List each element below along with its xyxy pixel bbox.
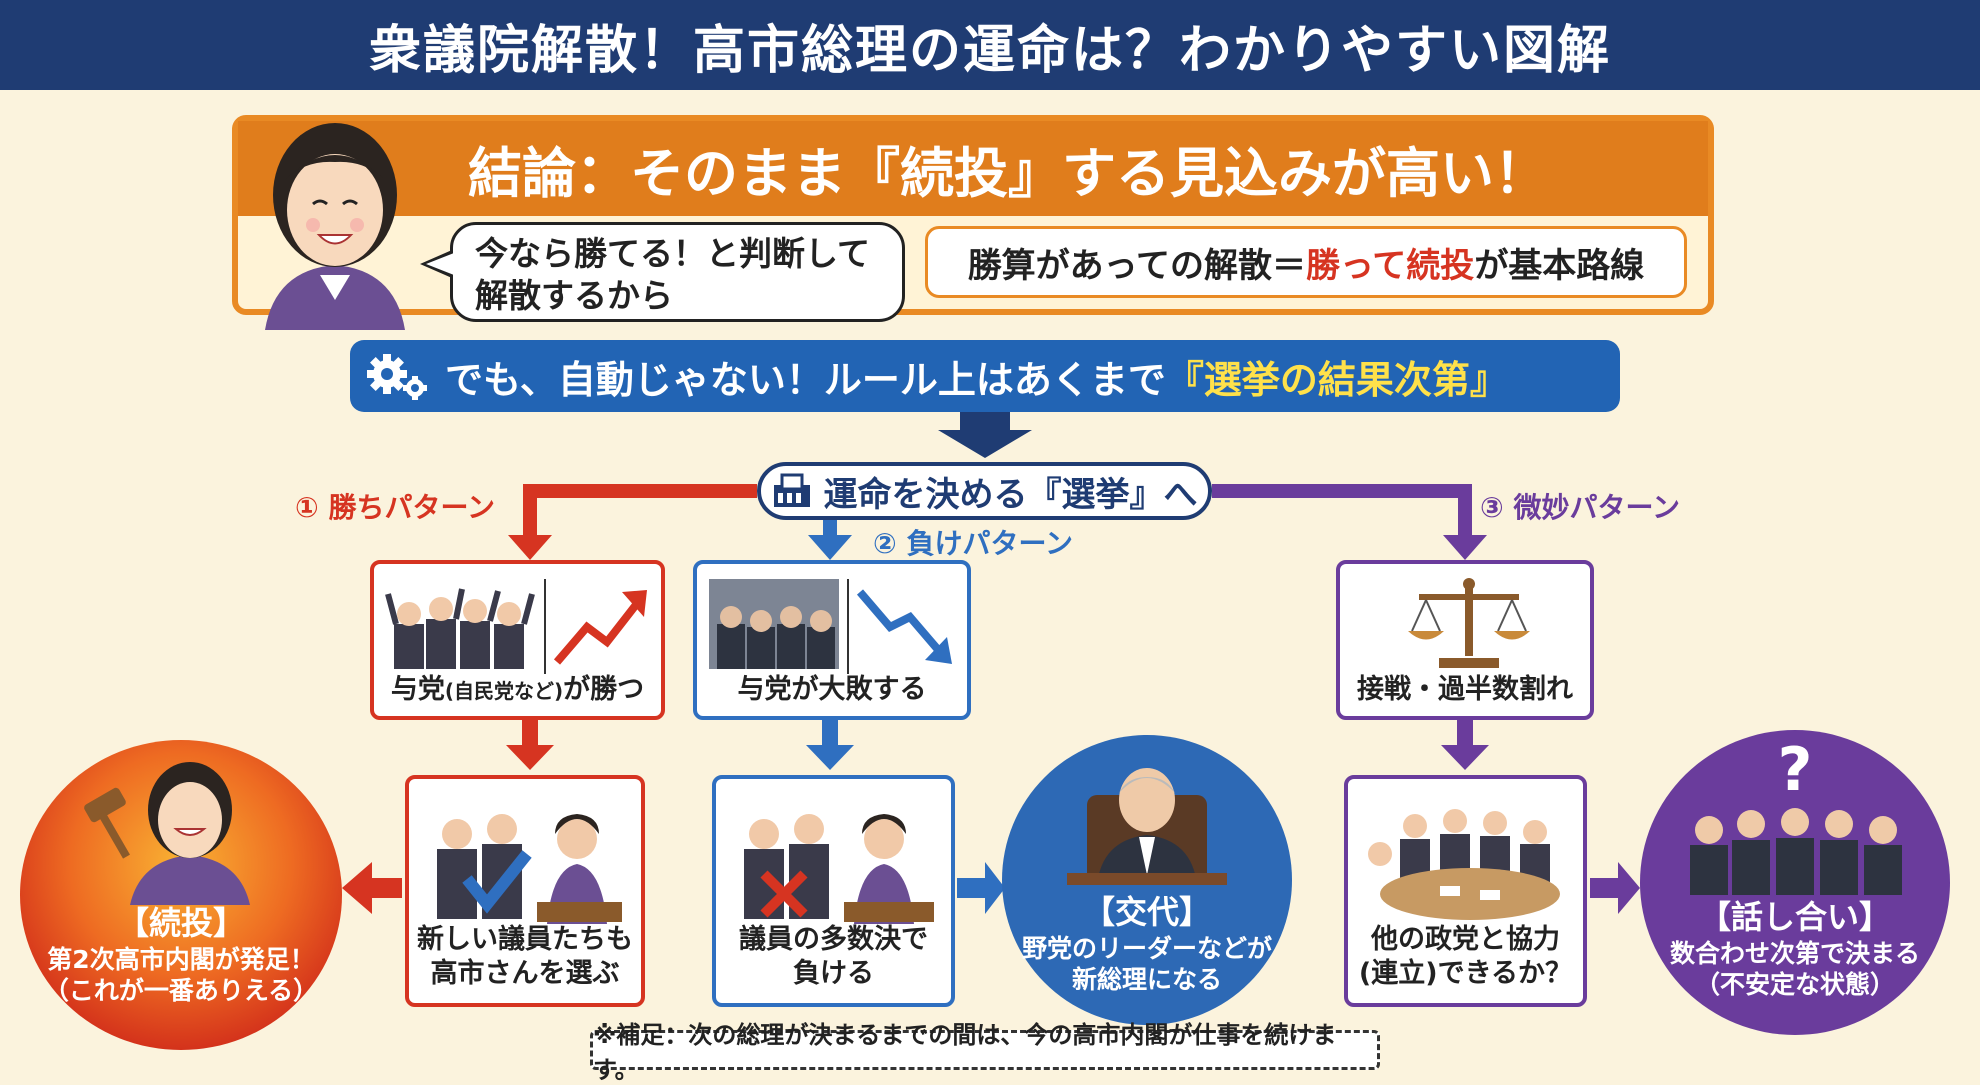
close-result-title: 【話し合い】 [1698,898,1891,936]
page-title: 衆議院解散！高市総理の運命は？わかりやすい図解 [0,0,1980,90]
election-node: 運命を決める『選挙』へ [757,462,1212,520]
win-caption-small: (自民党など) [444,679,564,703]
dejected-crowd-icon [709,579,839,669]
lose-card1-caption: 与党が大敗する [737,674,927,705]
round-table-meeting-icon [1368,809,1560,920]
win-pattern-label: ① 勝ちパターン [295,491,496,524]
rule-text-post: が基本路線 [1474,245,1645,286]
speech-line-2: 解散するから [475,276,673,315]
speech-tail-inner [426,253,454,275]
negotiation-group-icon: ? [1690,735,1902,895]
win-card2-line2: 高市さんを選ぶ [430,958,620,989]
close-result-text: 【話し合い】 数合わせ次第で決まる （不安定な状態） [1640,892,1950,1000]
lose-result-title: 【交代】 [1082,893,1211,931]
uptrend-arrow-icon [553,590,647,665]
cheering-crowd-icon [385,588,535,669]
ballot-box-icon [773,473,810,507]
lose-result-line1: 野党のリーダーなどが [1021,934,1272,963]
close-pattern-label: ③ 微妙パターン [1480,491,1681,524]
conclusion-headline: 結論：そのまま『続投』する見込みが高い！ [238,121,1708,216]
lose-pattern-label: ② 負けパターン [873,527,1074,560]
win-caption-post: が勝つ [563,674,645,705]
lose-result-circle: 【交代】 野党のリーダーなどが 新総理になる [1002,735,1292,1025]
close-card2-line1: 他の政党と協力 [1371,924,1560,955]
rule-text-highlight: 勝って続投 [1306,245,1475,286]
lose-result-text: 【交代】 野党のリーダーなどが 新総理になる [1002,887,1292,995]
close-result-line1: 数合わせ次第で決まる [1669,939,1920,968]
footnote: ※補足：次の総理が決まるまでの間は、今の高市内閣が仕事を続けます。 [590,1021,1380,1084]
takaichi-avatar-icon [265,123,405,330]
win-card-members-choose: 新しい議員たちも 高市さんを選ぶ [405,775,645,1007]
win-card1-caption: 与党(自民党など)が勝つ [374,667,661,706]
win-card2-caption: 新しい議員たちも 高市さんを選ぶ [409,923,641,991]
chart-axis [847,579,849,674]
svg-text:?: ? [1778,735,1813,805]
rule-text-pre: 勝算があっての解散＝ [967,245,1306,286]
members-approve-icon [437,814,622,924]
speech-bubble: 今なら勝てる！と判断して 解散するから [450,222,905,322]
lose-card2-line1: 議員の多数決で [739,924,928,955]
win-result-circle: 【続投】 第2次高市内閣が発足！ （これが一番ありえる） [20,740,342,1050]
gavel-avatar-icon [84,762,250,905]
downtrend-arrow-icon [856,589,952,664]
close-card1-caption: 接戦・過半数割れ [1357,674,1573,705]
win-result-text: 【続投】 第2次高市内閣が発足！ （これが一番ありえる） [20,898,342,1006]
speech-line-1: 今なら勝てる！と判断して [475,234,871,273]
win-result-line2: （これが一番ありえる） [43,976,319,1005]
balance-scale-icon [1408,578,1530,668]
election-label: 運命を決める『選挙』へ [823,474,1198,515]
close-card2-line2: (連立)できるか？ [1358,958,1573,989]
win-result-line1: 第2次高市内閣が発足！ [47,945,315,974]
win-card-ruling-party: 与党(自民党など)が勝つ [370,560,665,720]
notice-text: でも、自動じゃない！ルール上はあくまで [445,357,1166,402]
win-card2-line1: 新しい議員たちも [417,924,633,955]
basic-rule-box: 勝算があっての解散＝勝って続投が基本路線 [925,226,1687,298]
gears-icon [367,354,427,400]
notice-bar: でも、自動じゃない！ルール上はあくまで『選挙の結果次第』 [350,340,1620,412]
close-result-circle: ? 【話し合い】 数合わせ次第で決まる （不安定な状態） [1640,730,1950,1035]
close-card-narrow: 接戦・過半数割れ [1336,560,1594,720]
win-caption-pre: 与党 [390,674,445,705]
close-card2-caption: 他の政党と協力 (連立)できるか？ [1348,923,1583,991]
win-result-title: 【続投】 [116,904,245,942]
close-result-line2: （不安定な状態） [1694,970,1895,999]
close-card-coalition: 他の政党と協力 (連立)できるか？ [1344,775,1587,1007]
opposition-leader-icon [1067,768,1227,885]
notice-highlight: 『選挙の結果次第』 [1165,357,1508,402]
lose-card2-caption: 議員の多数決で 負ける [716,923,951,991]
chart-axis [544,579,546,674]
lose-card2-line2: 負ける [793,958,874,989]
lose-card-big-defeat: 与党が大敗する [693,560,971,720]
vote-loss-icon [744,814,934,924]
lose-result-line2: 新総理になる [1071,965,1222,994]
lose-card-majority-vote: 議員の多数決で 負ける [712,775,955,1007]
